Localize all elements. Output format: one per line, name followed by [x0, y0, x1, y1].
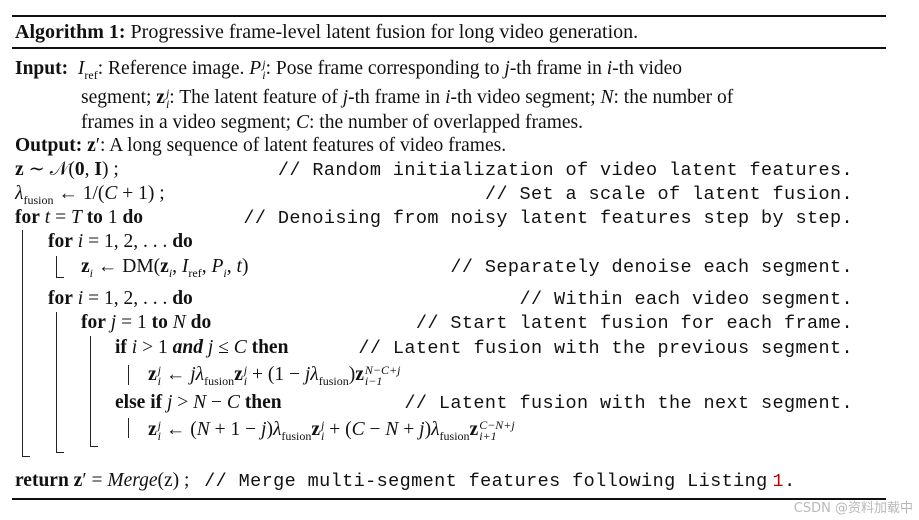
block-bar-for-i-1 [56, 256, 57, 277]
block-end-for-i-1 [56, 277, 64, 278]
input-label: Input: [15, 58, 69, 79]
code-line-lambda: λfusion ← 1/(C + 1) ; // Set a scale of … [15, 183, 853, 207]
input-line-3: frames in a video segment; C: the number… [81, 112, 583, 133]
header-rule [12, 47, 886, 49]
comment-within-segment: // Within each video segment. [519, 289, 853, 310]
comment-fusion-next: // Latent fusion with the next segment. [404, 393, 853, 414]
watermark: CSDN @资料加载中 [793, 501, 913, 516]
code-line-return: return z′ = Merge(z) ; // Merge multi-se… [15, 470, 796, 492]
code-line-for-i-2: for i = 1, 2, . . . do // Within each vi… [48, 288, 853, 310]
block-bar-if [128, 365, 129, 385]
code-line-if: if i > 1 and j ≤ C then // Latent fusion… [115, 337, 853, 359]
block-end-for-j [90, 446, 98, 447]
algorithm-title: Progressive frame-level latent fusion fo… [130, 21, 639, 43]
code-line-else-if: else if j > N − C then // Latent fusion … [115, 392, 853, 414]
code-line-for-t: for t = T to 1 do // Denoising from nois… [15, 207, 853, 229]
comment-fusion-scale: // Set a scale of latent fusion. [484, 184, 853, 205]
block-bar-for-t [22, 230, 23, 456]
code-line-init: z ∼ 𝒩(0, I) ; // Random initialization o… [15, 159, 853, 181]
block-bar-for-j [90, 336, 91, 446]
comment-fusion-previous: // Latent fusion with the previous segme… [358, 338, 853, 359]
top-rule [12, 15, 886, 17]
algorithm-label: Algorithm 1: [15, 21, 126, 43]
code-line-for-i-1: for i = 1, 2, . . . do [48, 231, 193, 252]
listing-reference-link[interactable]: 1 [772, 471, 785, 492]
output-line: Output: z′: A long sequence of latent fe… [15, 135, 507, 156]
output-label: Output: [15, 135, 83, 156]
comment-denoise-segment: // Separately denoise each segment. [450, 257, 853, 278]
block-bar-else-if [128, 418, 129, 438]
comment-denoise-steps: // Denoising from noisy latent features … [243, 208, 853, 229]
block-end-for-i-2 [56, 452, 64, 453]
block-end-for-t [22, 456, 30, 457]
comment-start-fusion: // Start latent fusion for each frame. [415, 313, 853, 334]
bottom-rule [12, 498, 886, 500]
algorithm-header: Algorithm 1: Progressive frame-level lat… [15, 20, 638, 44]
merge-function: Merge [107, 470, 158, 491]
block-bar-for-i-2 [56, 312, 57, 452]
code-line-denoise: zi ← DM(zi, Iref, Pi, t) // Separately d… [81, 256, 853, 280]
comment-random-init: // Random initialization of video latent… [277, 160, 853, 181]
comment-merge: // Merge multi-segment features followin… [204, 471, 768, 492]
code-line-for-j: for j = 1 to N do // Start latent fusion… [81, 312, 853, 334]
